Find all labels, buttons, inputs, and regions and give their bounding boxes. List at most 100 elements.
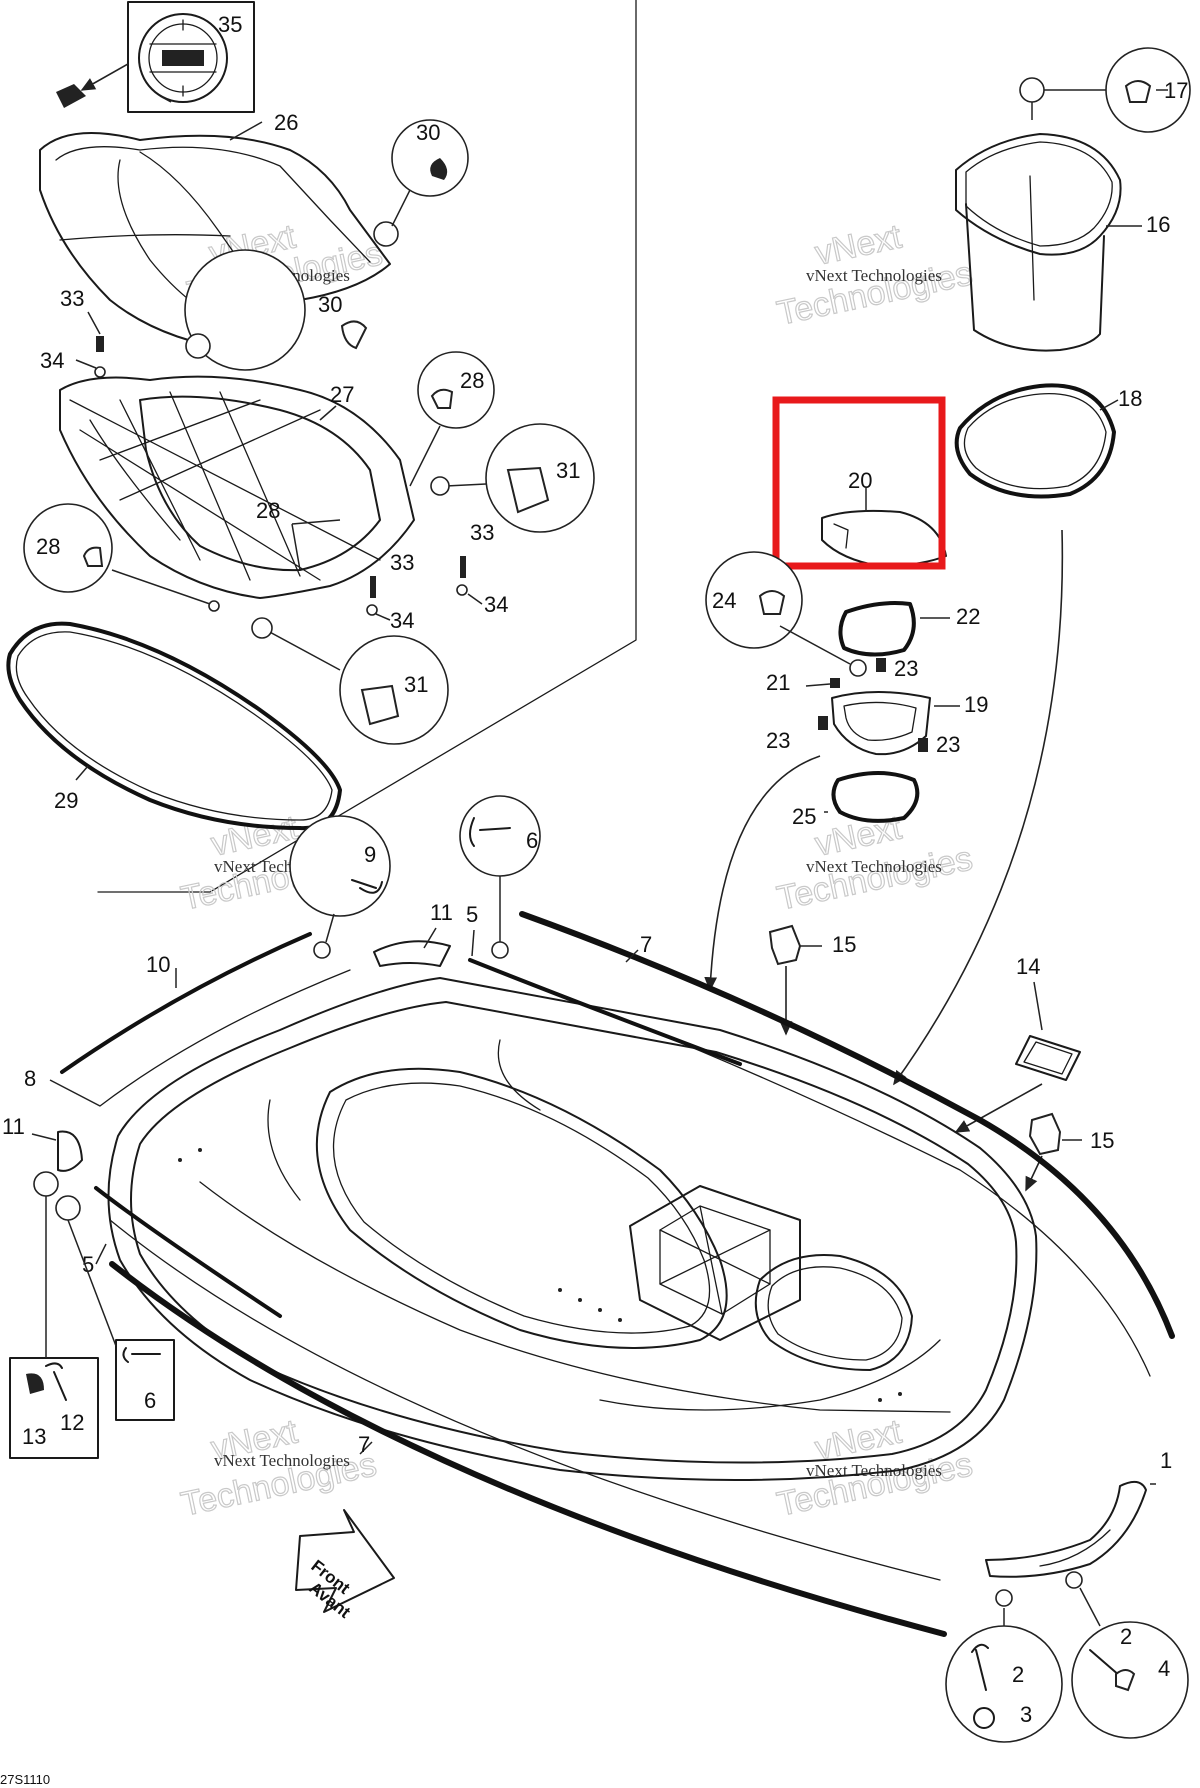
part-5-trim-upper: 5: [466, 902, 742, 1066]
callout-17: 17: [1019, 47, 1191, 133]
svg-text:19: 19: [964, 692, 988, 717]
svg-text:23: 23: [936, 732, 960, 757]
part-29-seat-gasket: 29: [6, 621, 342, 831]
part-16-storage-bin: 16: [955, 133, 1170, 352]
svg-text:22: 22: [956, 604, 980, 629]
highlight-box-part-20: [772, 396, 946, 570]
svg-text:15: 15: [832, 932, 856, 957]
svg-text:28: 28: [256, 498, 280, 523]
svg-text:33: 33: [390, 550, 414, 575]
arrow-bin-to-hull: [893, 529, 1064, 1086]
svg-text:11: 11: [2, 1114, 25, 1139]
callout-9: 9: [289, 815, 391, 959]
svg-text:5: 5: [466, 902, 478, 927]
svg-text:8: 8: [24, 1066, 36, 1091]
part-35-clip: [56, 63, 129, 108]
hull-deck: [107, 977, 1038, 1481]
part-20-storage-lid: 20: [821, 468, 947, 567]
svg-text:2: 2: [1120, 1624, 1132, 1649]
part-25-tray-seal: 25: [792, 771, 920, 829]
part-27-seat-base: 27: [59, 375, 415, 599]
arrow-tray-to-hull: [704, 755, 821, 992]
front-direction-arrow: Front Avant: [295, 1509, 395, 1622]
svg-text:13: 13: [22, 1424, 46, 1449]
svg-text:vNext Technologies: vNext Technologies: [806, 857, 942, 876]
svg-text:18: 18: [1118, 386, 1142, 411]
part-18-bin-gasket: 18: [954, 383, 1142, 499]
callout-2-3: 2 3: [945, 1589, 1063, 1743]
part-22-lid-seal: 22: [838, 601, 980, 657]
svg-text:28: 28: [460, 368, 484, 393]
clips-23: 23 23 23: [766, 656, 960, 757]
svg-text:16: 16: [1146, 212, 1170, 237]
svg-text:15: 15: [1090, 1128, 1114, 1153]
svg-text:33: 33: [60, 286, 84, 311]
part-14-access-plate: 14: [954, 954, 1081, 1133]
svg-text:30: 30: [416, 120, 440, 145]
watermark-bottom-left: vNext Technologies vNext Technologies: [177, 1412, 380, 1525]
part-11-trim-cap-left: 11: [2, 1114, 83, 1172]
part-11-trim-cap-top: 11: [373, 900, 453, 967]
part-35-badge: 35: [127, 1, 255, 113]
callout-6-top: 6: [459, 795, 541, 959]
svg-text:vNext: vNext: [208, 808, 301, 863]
svg-text:23: 23: [894, 656, 918, 681]
hull-rivets: [178, 1148, 902, 1402]
part-5-trim-lower: 5: [82, 1186, 282, 1318]
svg-text:17: 17: [1164, 78, 1188, 103]
svg-text:7: 7: [358, 1432, 370, 1457]
part-7-side-rub-rail-lower: 7: [109, 1219, 947, 1637]
callout-31-lower: 31: [251, 617, 449, 745]
callout-24: 24: [705, 551, 867, 677]
svg-text:24: 24: [712, 588, 736, 613]
svg-text:34: 34: [390, 608, 414, 633]
box-6-bottom: 6: [55, 1195, 175, 1421]
svg-text:4: 4: [1158, 1656, 1170, 1681]
svg-text:31: 31: [556, 458, 580, 483]
part-8-trim-end: 8: [24, 1066, 101, 1107]
svg-text:6: 6: [144, 1388, 156, 1413]
svg-text:14: 14: [1016, 954, 1040, 979]
part-10-gunwale-trim: 10: [60, 932, 351, 1107]
svg-text:29: 29: [54, 788, 78, 813]
svg-text:27: 27: [330, 382, 354, 407]
svg-text:2: 2: [1012, 1662, 1024, 1687]
callout-28-left: 28: [23, 503, 220, 612]
svg-text:34: 34: [484, 592, 508, 617]
fastener-33-34-left: 33 34: [40, 286, 106, 378]
box-12-13: 12 13: [9, 1171, 99, 1459]
svg-text:12: 12: [60, 1410, 84, 1435]
callout-30-top: 30: [373, 119, 469, 247]
svg-text:34: 34: [40, 348, 64, 373]
svg-text:20: 20: [848, 468, 872, 493]
svg-text:25: 25: [792, 804, 816, 829]
callout-31-upper: 31: [430, 423, 595, 533]
svg-text:vNext Technologies: vNext Technologies: [806, 266, 942, 285]
part-15-drain-plug-right: 15: [1025, 1112, 1114, 1192]
label-28-mid: 28: [256, 498, 341, 571]
svg-text:11: 11: [430, 900, 453, 925]
callout-30-lower: 30: [184, 249, 368, 371]
svg-text:vNext Technologies: vNext Technologies: [214, 1451, 350, 1470]
svg-text:26: 26: [274, 110, 298, 135]
svg-text:35: 35: [218, 12, 242, 37]
svg-text:30: 30: [318, 292, 342, 317]
svg-text:31: 31: [404, 672, 428, 697]
svg-text:9: 9: [364, 842, 376, 867]
watermark-top-right: vNext Technologies vNext Technologies: [773, 217, 976, 334]
figure-code: 27S1110: [0, 1772, 50, 1787]
svg-text:7: 7: [640, 932, 652, 957]
callout-28-right: 28: [409, 351, 495, 487]
svg-text:1: 1: [1160, 1448, 1172, 1473]
callout-2-4: 2 4: [1065, 1571, 1189, 1739]
part-1-front-bumper: 1: [985, 1448, 1172, 1578]
svg-text:3: 3: [1020, 1702, 1032, 1727]
svg-text:6: 6: [526, 828, 538, 853]
svg-text:28: 28: [36, 534, 60, 559]
svg-text:vNext: vNext: [812, 217, 905, 272]
part-15-drain-plug-upper: 15: [768, 924, 856, 1036]
svg-text:5: 5: [82, 1252, 94, 1277]
watermark-bottom-right: vNext Technologies vNext Technologies: [773, 1412, 976, 1525]
group-divider-line: [97, 0, 637, 893]
